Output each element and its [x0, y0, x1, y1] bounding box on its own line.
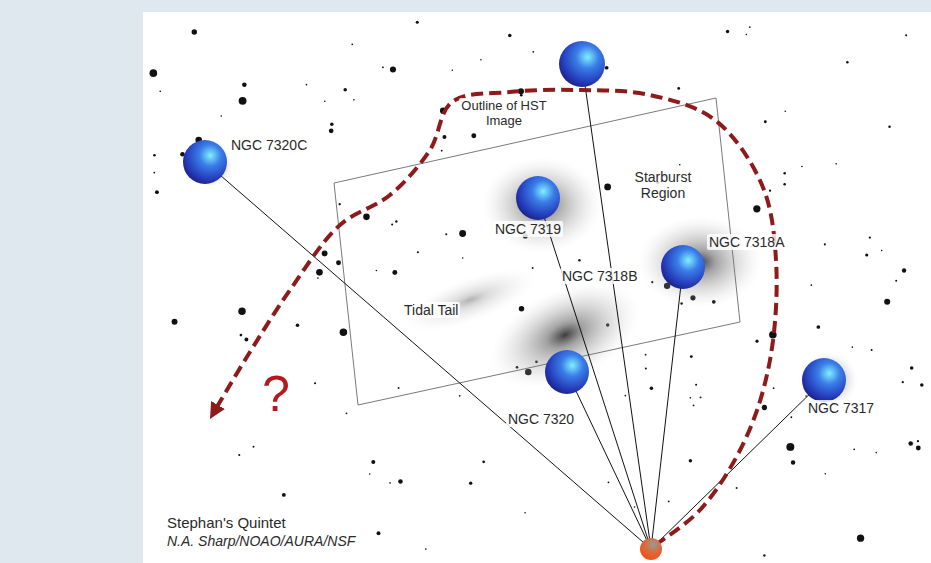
galaxy-label: Stephan's Quintet — [165, 514, 288, 531]
label-text: NGC 7318A — [707, 234, 786, 250]
label-text: Tidal Tail — [402, 302, 460, 318]
sight-lines — [205, 64, 824, 549]
star-field — [150, 21, 924, 557]
galaxy-label: NGC 7318B — [560, 268, 639, 284]
label-text: NGC 7319 — [493, 221, 563, 237]
label-text: NGC 7317 — [806, 400, 876, 416]
label-text: Outline of HST Image — [459, 98, 548, 128]
label-text: NGC 7320C — [229, 137, 309, 153]
label-text: Starburst Region — [633, 169, 694, 201]
galaxy-label: NGC 7320 — [506, 411, 576, 427]
label-text: NGC 7318B — [560, 268, 639, 284]
label-text: ? — [260, 366, 292, 422]
label-text: N.A. Sharp/NOAO/AURA/NSF — [165, 533, 357, 549]
galaxy-label: NGC 7320C — [229, 137, 309, 153]
label-text: NGC 7320 — [506, 411, 576, 427]
galaxy-label: N.A. Sharp/NOAO/AURA/NSF — [165, 533, 357, 549]
galaxy-label: NGC 7319 — [493, 221, 563, 237]
orbit-path — [214, 90, 777, 545]
galaxy-label: Starburst Region — [628, 169, 698, 201]
galaxy-spheres — [183, 41, 846, 402]
hst-outline — [334, 98, 740, 405]
observer-dot — [640, 538, 662, 560]
galaxy-label: NGC 7317 — [806, 400, 876, 416]
galaxy-label: Outline of HST Image — [458, 99, 550, 129]
galaxy-label: NGC 7318A — [707, 234, 786, 250]
question-mark: ? — [260, 366, 292, 424]
label-text: Stephan's Quintet — [165, 514, 288, 531]
photo-ground — [143, 12, 931, 563]
galaxy-label: Tidal Tail — [402, 302, 460, 318]
